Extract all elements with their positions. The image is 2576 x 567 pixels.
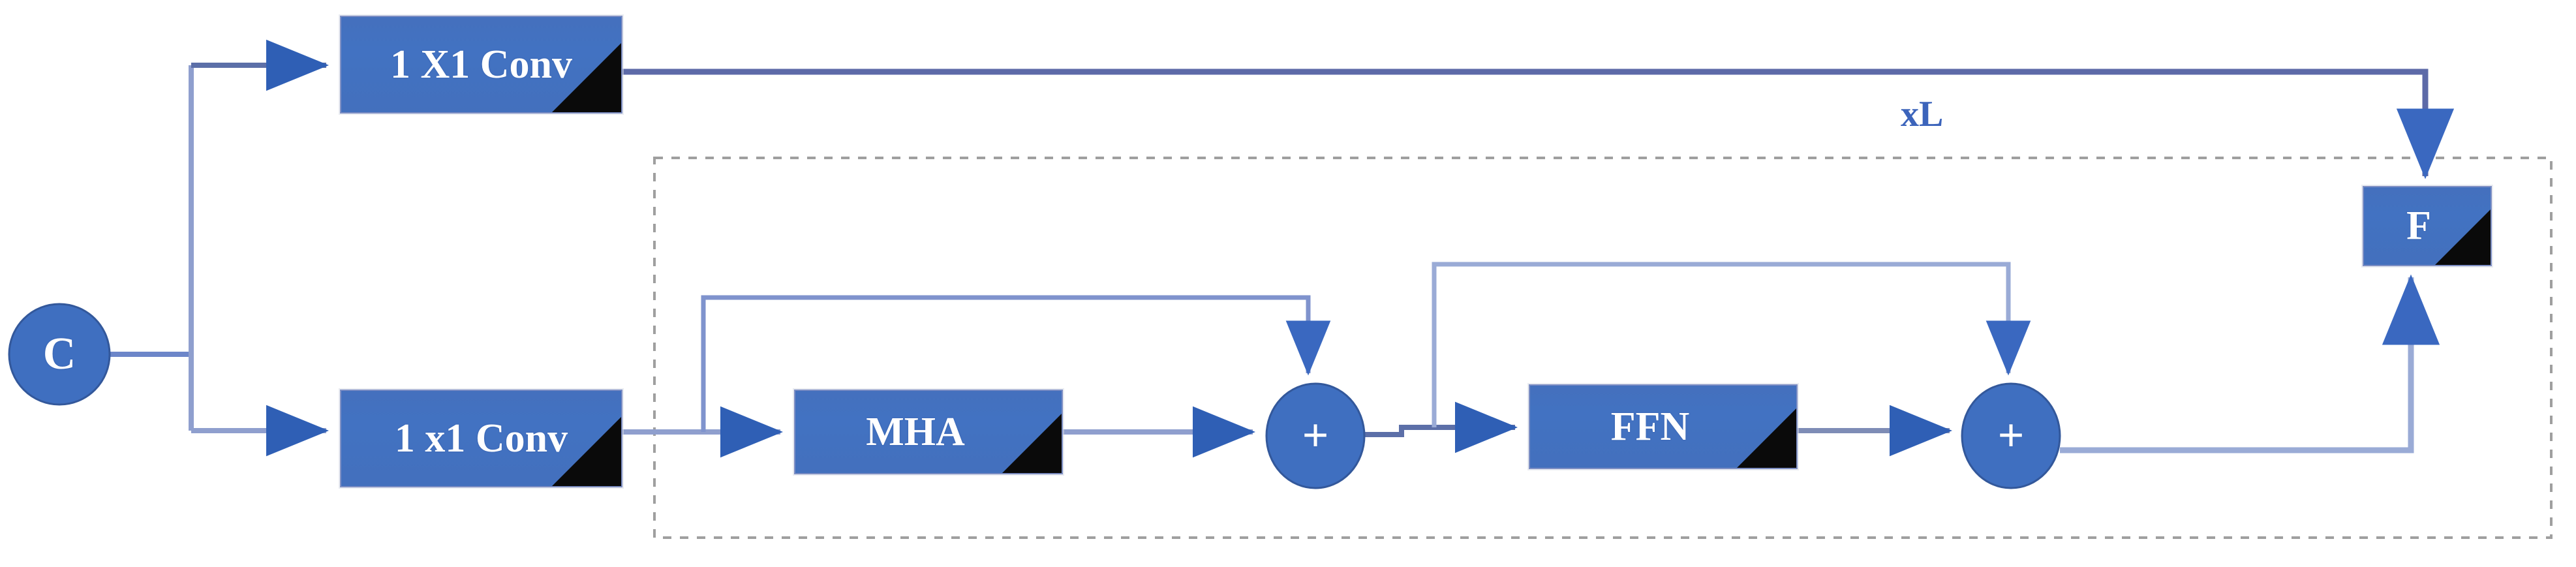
node-input-c[interactable] <box>8 303 111 406</box>
edge-mha-residual <box>701 295 1331 432</box>
node-add-1[interactable] <box>1265 382 1366 489</box>
edge-add2-to-fusion <box>2060 274 2440 453</box>
edge-conv-top-to-fusion <box>622 69 2455 179</box>
node-mha[interactable] <box>793 388 1064 476</box>
node-ffn[interactable] <box>1527 383 1799 470</box>
connector-layer <box>110 39 2455 458</box>
transformer-block-group <box>653 157 2553 539</box>
node-add-2[interactable] <box>1961 382 2061 489</box>
node-fusion-f[interactable] <box>2361 185 2493 268</box>
node-conv-top[interactable] <box>339 14 624 115</box>
node-conv-bottom[interactable] <box>339 388 624 489</box>
edge-add1-to-ffn <box>1364 401 1518 453</box>
edge-ffn-residual <box>1432 262 2031 427</box>
annotation-repeat-count: xL <box>1901 94 1944 134</box>
